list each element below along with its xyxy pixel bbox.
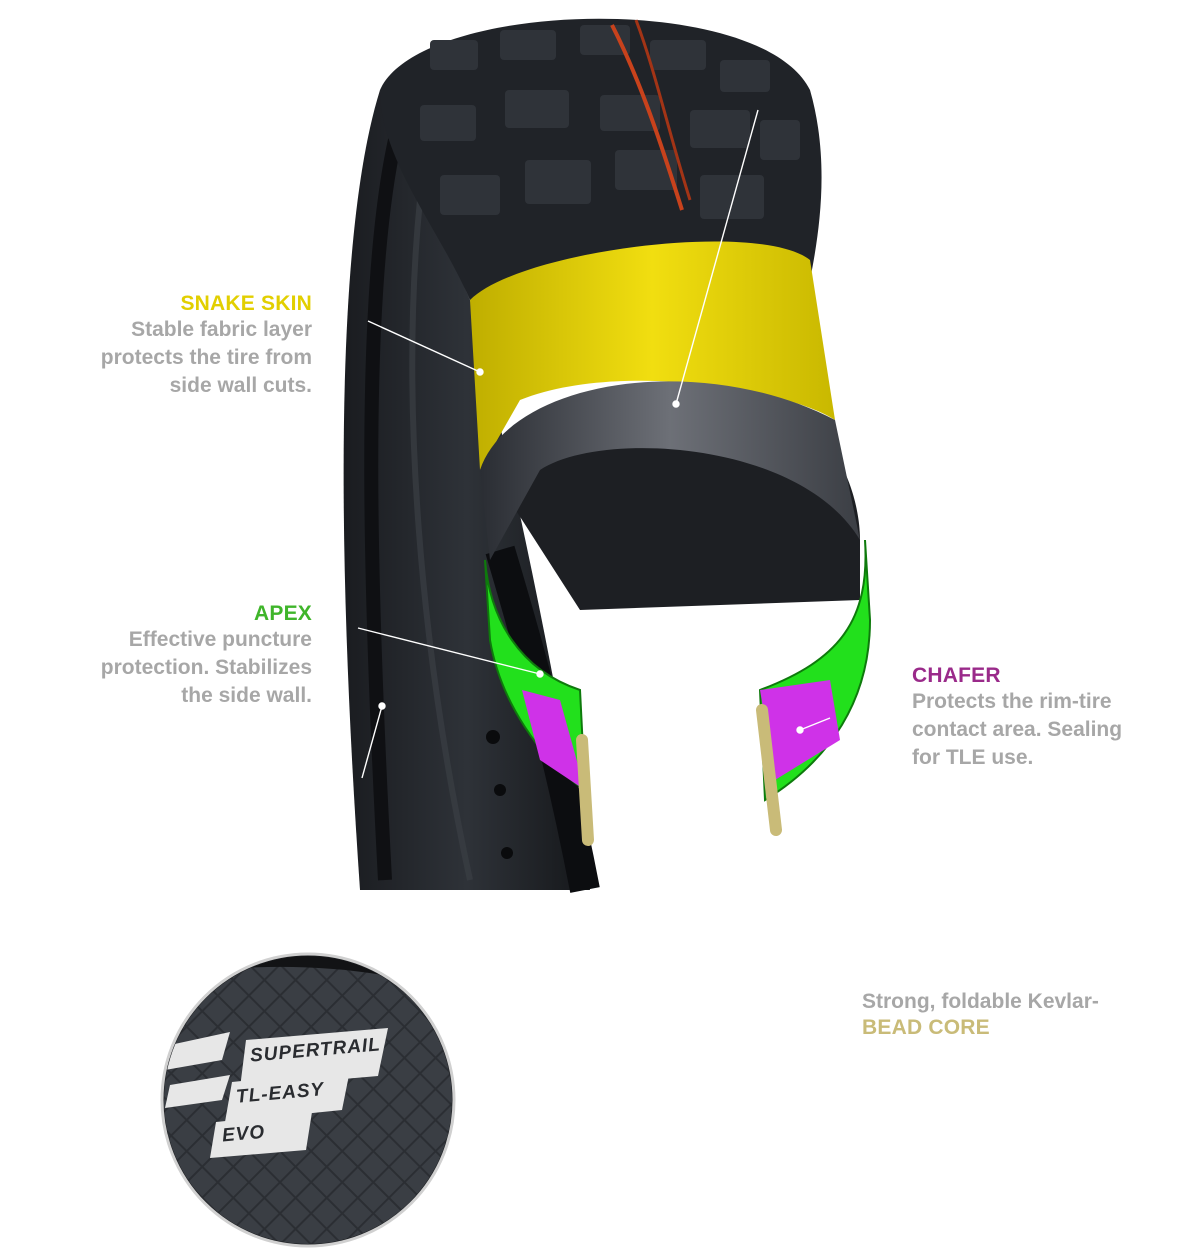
snake-skin-title: SNAKE SKIN bbox=[180, 292, 312, 315]
apex-title: APEX bbox=[254, 602, 312, 625]
snake-skin-label: SNAKE SKIN Stable fabric layer protects … bbox=[60, 292, 312, 400]
snake-skin-line-1: Stable fabric layer bbox=[131, 318, 312, 341]
bead-core-label: Strong, foldable Kevlar- BEAD CORE bbox=[862, 988, 1162, 1040]
leader-lines bbox=[357, 109, 831, 779]
chafer-title: CHAFER bbox=[912, 664, 1001, 687]
casing-layer bbox=[480, 381, 860, 560]
chafer-label: CHAFER Protects the rim-tire contact are… bbox=[912, 664, 1172, 772]
chafer-line-1: Protects the rim-tire bbox=[912, 690, 1112, 713]
apex-line-2: protection. Stabilizes bbox=[100, 656, 312, 679]
bead-core bbox=[576, 704, 782, 846]
snake-skin-layer bbox=[470, 241, 835, 470]
chafer-layer-left bbox=[522, 690, 585, 790]
snake-skin-line-2: protects the tire from bbox=[100, 346, 312, 369]
bead-core-line: Strong, foldable Kevlar- bbox=[862, 990, 1099, 1013]
bead-core-title: BEAD CORE bbox=[862, 1016, 990, 1039]
apex-label: APEX Effective puncture protection. Stab… bbox=[60, 602, 312, 710]
chafer-line-2: contact area. Sealing bbox=[912, 718, 1123, 741]
bead-detail-circle bbox=[160, 952, 456, 1248]
apex-line-1: Effective puncture bbox=[128, 628, 312, 651]
chafer-line-3: for TLE use. bbox=[912, 746, 1034, 769]
tire-tread bbox=[380, 18, 822, 301]
apex-line-3: the side wall. bbox=[181, 684, 312, 707]
snake-skin-line-3: side wall cuts. bbox=[169, 374, 312, 397]
